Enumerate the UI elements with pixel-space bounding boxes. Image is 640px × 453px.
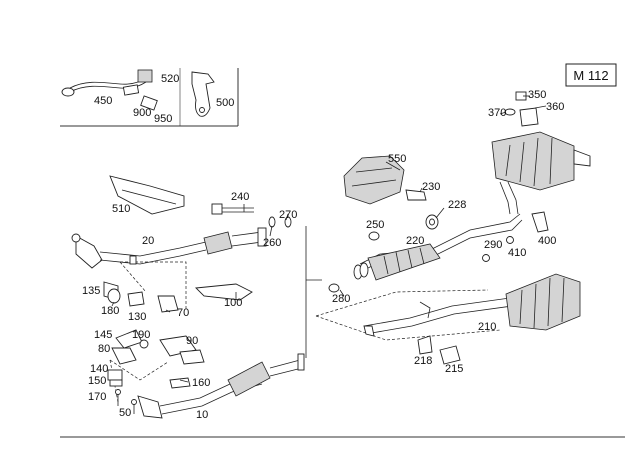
part-label-550: 550 (388, 153, 406, 165)
part-label-135: 135 (82, 285, 100, 297)
part-label-500: 500 (216, 97, 234, 109)
part-label-10: 10 (196, 409, 208, 421)
part-label-130: 130 (128, 311, 146, 323)
front-catalyst-pipe-drawing (353, 211, 549, 281)
part-label-280: 280 (332, 293, 350, 305)
lower-front-pipe-drawing (137, 353, 305, 419)
part-label-20: 20 (142, 235, 154, 247)
oxygen-sensor-drawing (61, 69, 158, 111)
part-label-510: 510 (112, 203, 130, 215)
leader-dashed-lines (109, 261, 501, 403)
part-label-220: 220 (406, 235, 424, 247)
clamp-small-parts-drawing (103, 281, 253, 313)
part-label-228: 228 (448, 199, 466, 211)
bolt-and-gaskets-drawing (211, 203, 292, 228)
model-badge-label: M 112 (573, 68, 608, 83)
rear-silencer-lower-drawing (363, 273, 581, 365)
part-label-145: 145 (94, 329, 112, 341)
label-leader-lines (111, 95, 547, 383)
part-label-230: 230 (422, 181, 440, 193)
front-exhaust-pipe-drawing (71, 227, 267, 269)
part-label-215: 215 (445, 363, 463, 375)
part-label-400: 400 (538, 235, 556, 247)
part-label-100: 100 (224, 297, 242, 309)
part-label-190: 190 (132, 329, 150, 341)
catalyst-heat-shield-drawing (343, 155, 405, 205)
part-label-290: 290 (484, 239, 502, 251)
sealing-ring-drawing (305, 226, 340, 358)
part-label-170: 170 (88, 391, 106, 403)
part-label-218: 218 (414, 355, 432, 367)
model-badge: M 112 (565, 63, 617, 87)
part-label-270: 270 (279, 209, 297, 221)
part-label-950: 950 (154, 113, 172, 125)
part-label-250: 250 (366, 219, 384, 231)
part-label-410: 410 (508, 247, 526, 259)
fastener-parts-drawing (107, 369, 191, 414)
part-label-180: 180 (101, 305, 119, 317)
part-label-150: 150 (88, 375, 106, 387)
bracket-assembly-drawing (111, 329, 205, 365)
part-label-140: 140 (90, 363, 108, 375)
rear-silencer-upper-drawing (491, 131, 591, 215)
rubber-mount-drawing (405, 189, 439, 230)
part-label-50: 50 (119, 407, 131, 419)
part-label-90: 90 (186, 335, 198, 347)
part-label-360: 360 (546, 101, 564, 113)
heat-shield-bracket-drawing (191, 71, 215, 117)
part-label-210: 210 (478, 321, 496, 333)
part-label-900: 900 (133, 107, 151, 119)
part-label-260: 260 (263, 237, 281, 249)
part-label-80: 80 (98, 343, 110, 355)
part-label-370: 370 (488, 107, 506, 119)
part-label-240: 240 (231, 191, 249, 203)
inset-frame (60, 68, 239, 127)
front-heat-shield-drawing (109, 175, 185, 215)
part-label-160: 160 (192, 377, 210, 389)
part-label-70: 70 (177, 307, 189, 319)
part-label-450: 450 (94, 95, 112, 107)
part-label-520: 520 (161, 73, 179, 85)
part-label-350: 350 (528, 89, 546, 101)
part-number-labels: 450 520 900 950 500 350 360 370 550 230 … (82, 73, 564, 421)
